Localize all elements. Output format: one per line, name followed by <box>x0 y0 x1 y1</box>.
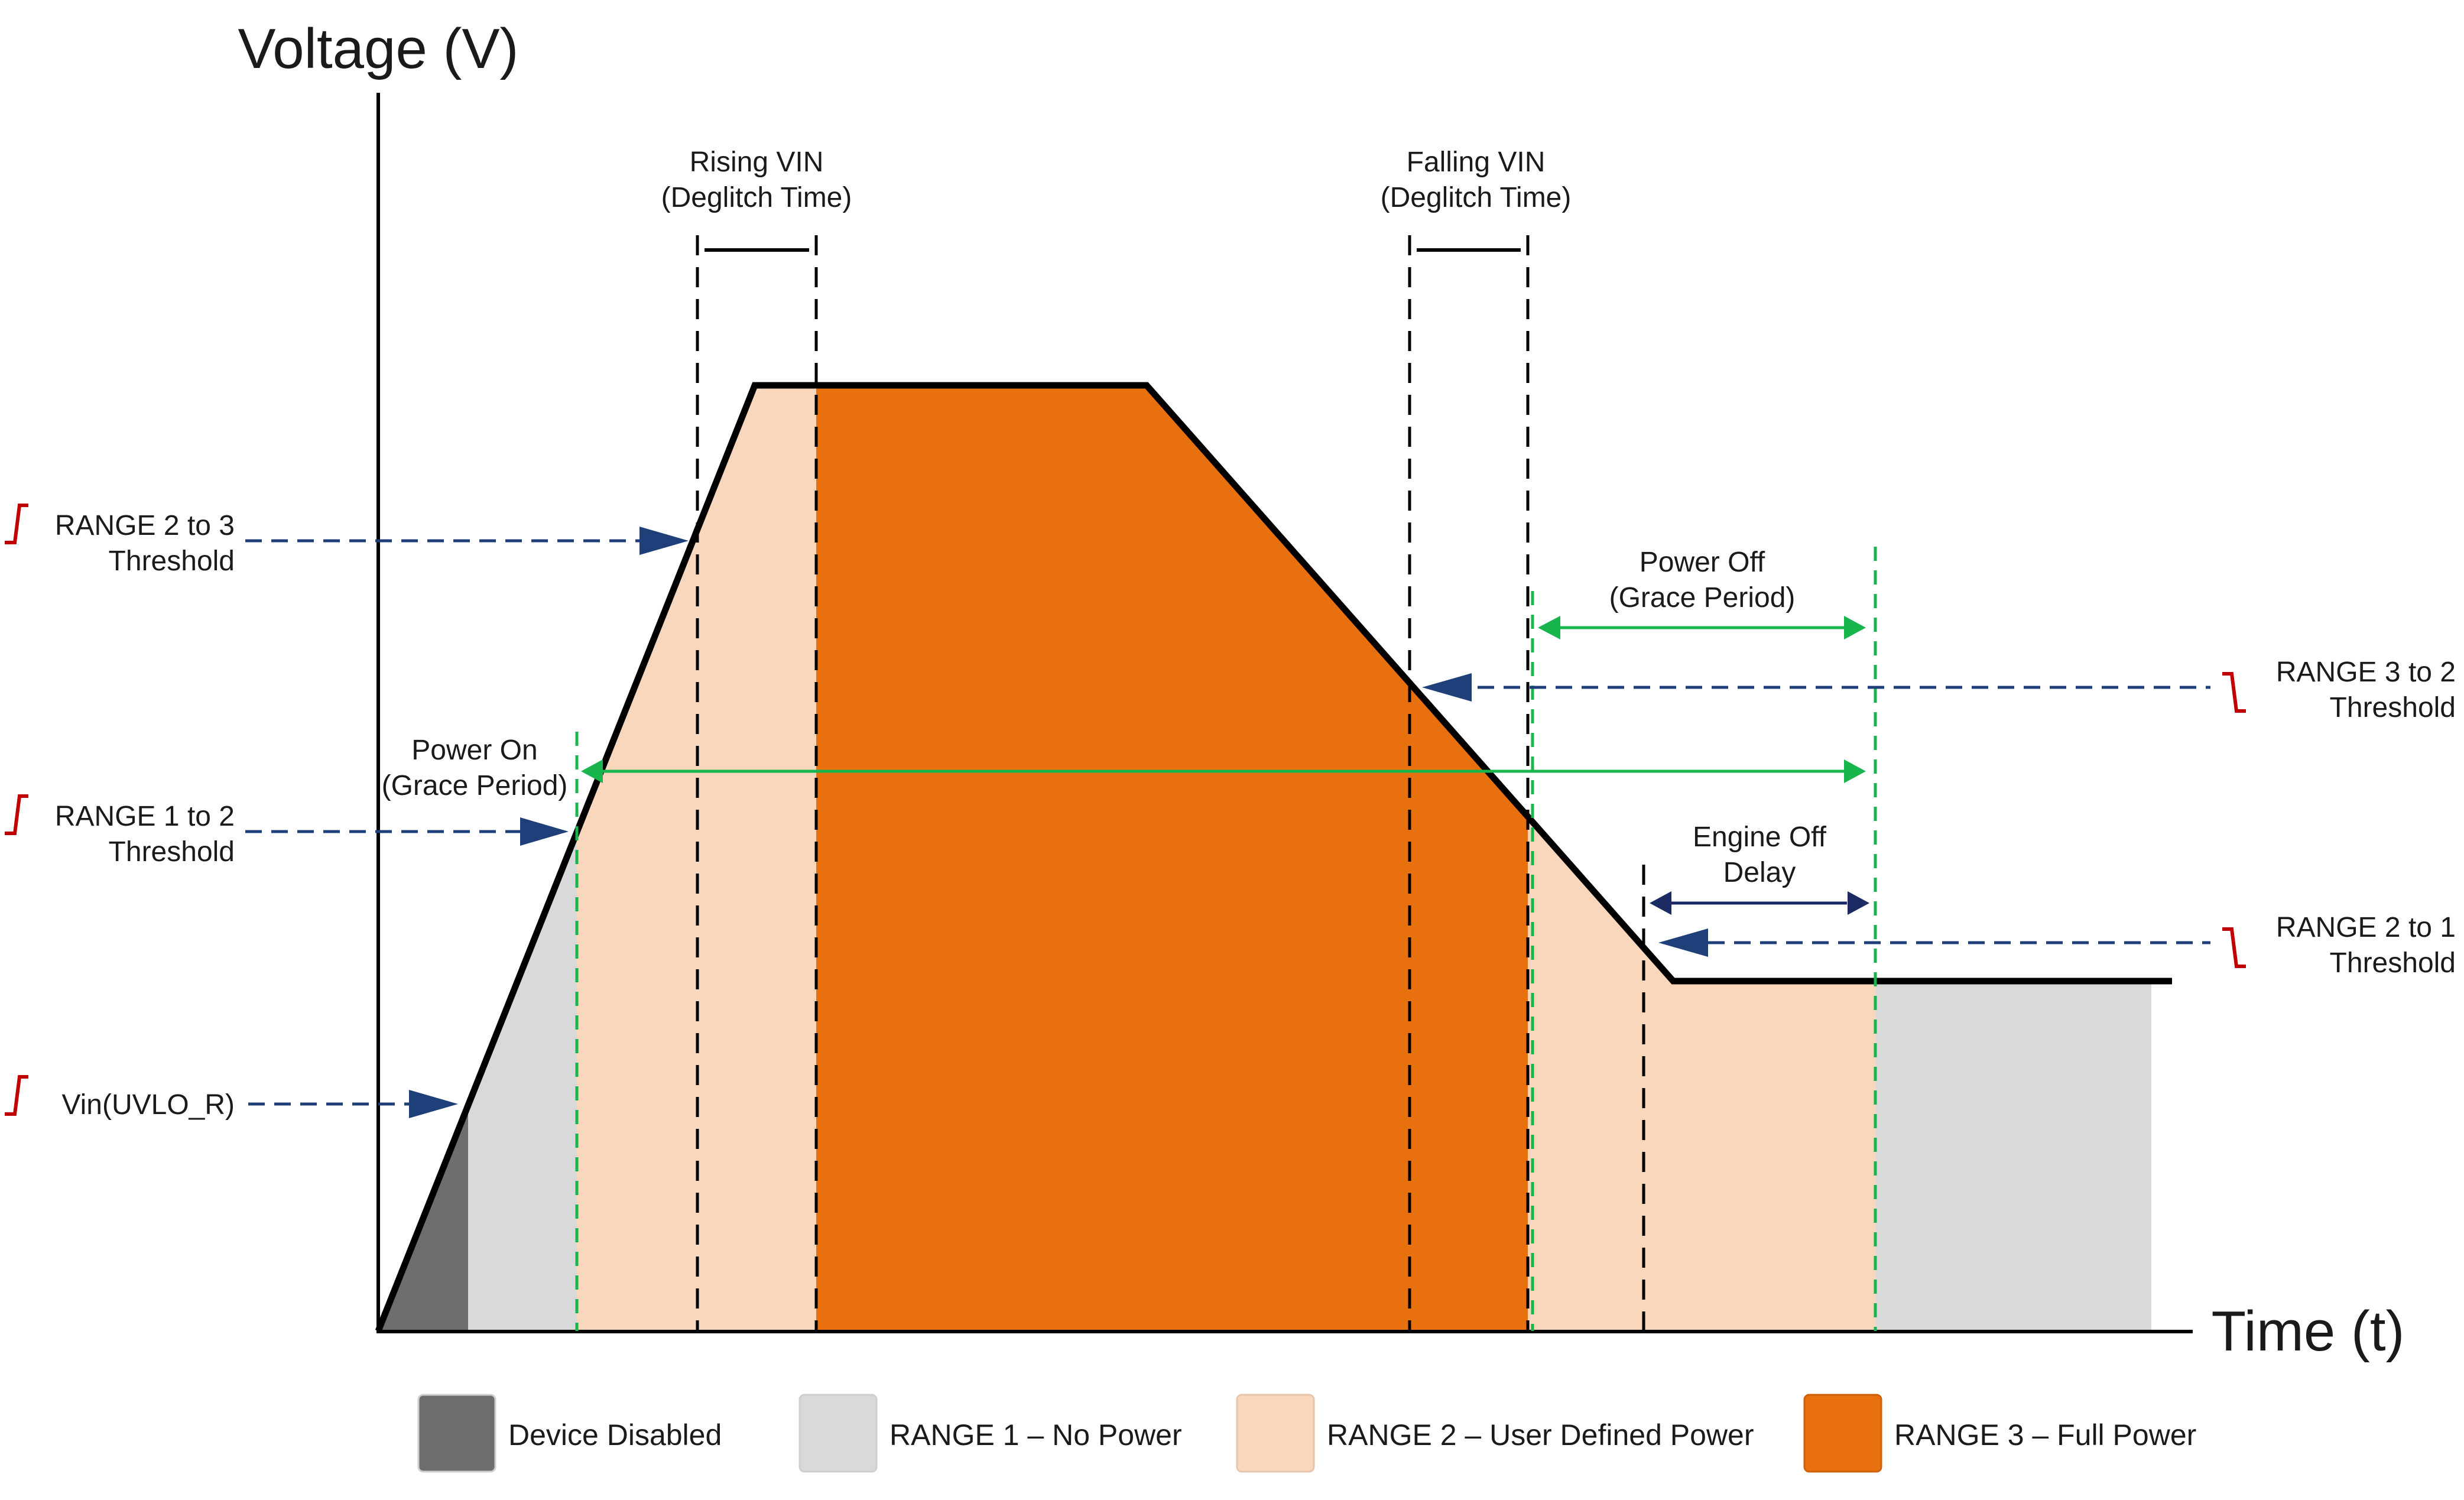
uvlo-threshold-label: Vin(UVLO_R) <box>61 1089 235 1121</box>
power-on-grace-arrowhead-right <box>1844 759 1866 783</box>
x-axis-label: Time (t) <box>2211 1300 2404 1363</box>
voltage-curve <box>375 382 2172 1333</box>
falling-vin-label: Falling VIN <box>1407 147 1546 178</box>
y-axis-label: Voltage (V) <box>238 17 519 80</box>
legend-label-range2: RANGE 2 – User Defined Power <box>1327 1418 1754 1452</box>
range3to2-arrowhead <box>1422 673 1472 702</box>
legend-label-range1: RANGE 1 – No Power <box>889 1418 1182 1452</box>
power-off-grace-arrowhead-left <box>1538 616 1560 639</box>
range2to1-threshold-label: RANGE 2 to 1 <box>2276 912 2456 943</box>
range1to2-threshold-sublabel: Threshold <box>109 836 235 868</box>
legend-swatch-range1 <box>798 1394 878 1473</box>
falling-threshold-icon-2to1 <box>2222 927 2246 968</box>
rising-vin-label: Rising VIN <box>690 147 824 178</box>
range2to1-threshold-sublabel: Threshold <box>2330 947 2456 979</box>
range1-region-rising <box>468 827 577 1331</box>
power-off-sublabel: (Grace Period) <box>1609 582 1796 613</box>
legend-label-device-disabled: Device Disabled <box>508 1418 722 1452</box>
rising-threshold-icon-1to2 <box>5 794 28 835</box>
range2to3-threshold-label: RANGE 2 to 3 <box>55 510 235 541</box>
legend-swatch-device-disabled <box>417 1394 496 1473</box>
falling-vin-sublabel: (Deglitch Time) <box>1381 182 1572 213</box>
engine-off-label: Engine Off <box>1693 822 1827 853</box>
uvlo-arrowhead <box>409 1090 458 1118</box>
range3-region <box>816 385 1528 1331</box>
range2-region-falling <box>1528 817 1875 1331</box>
rising-threshold-icon-2to3 <box>5 504 28 544</box>
engine-off-sublabel: Delay <box>1723 857 1796 888</box>
power-off-grace-arrowhead-right <box>1844 616 1866 639</box>
power-off-label: Power Off <box>1640 547 1765 578</box>
legend-swatch-range2 <box>1236 1394 1315 1473</box>
power-on-label: Power On <box>411 735 537 766</box>
range2to3-threshold-sublabel: Threshold <box>109 546 235 577</box>
falling-threshold-icon-3to2 <box>2222 672 2246 713</box>
legend-swatch-range3 <box>1803 1394 1882 1473</box>
range2to3-arrowhead <box>639 527 689 555</box>
power-on-grace-arrowhead-left <box>581 759 603 783</box>
engine-off-arrowhead-left <box>1650 891 1671 915</box>
range1-region-falling <box>1875 981 2151 1331</box>
rising-vin-sublabel: (Deglitch Time) <box>661 182 852 213</box>
legend-label-range3: RANGE 3 – Full Power <box>1894 1418 2196 1452</box>
rising-threshold-icon-uvlo <box>5 1075 28 1116</box>
range2to1-arrowhead <box>1658 928 1708 957</box>
range1to2-arrowhead <box>520 817 569 846</box>
range3to2-threshold-label: RANGE 3 to 2 <box>2276 657 2456 688</box>
range3to2-threshold-sublabel: Threshold <box>2330 692 2456 723</box>
power-on-sublabel: (Grace Period) <box>382 770 568 801</box>
legend: Device Disabled RANGE 1 – No Power RANGE… <box>417 1394 2196 1473</box>
range1to2-threshold-label: RANGE 1 to 2 <box>55 801 235 832</box>
engine-off-arrowhead-right <box>1848 891 1869 915</box>
